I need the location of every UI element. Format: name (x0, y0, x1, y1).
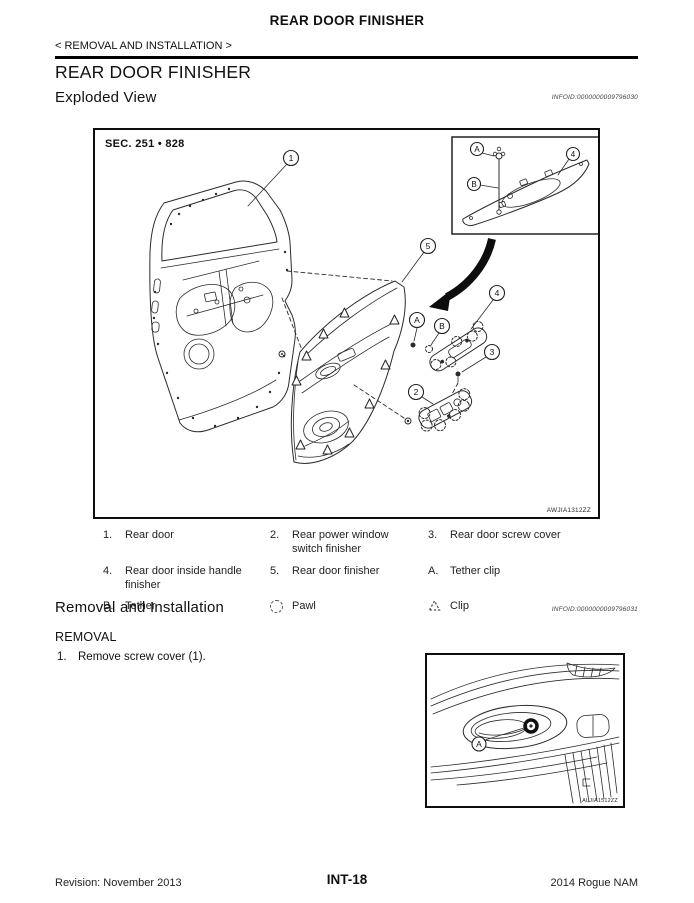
bolt-holes (152, 187, 289, 428)
legend-item: 1. Rear door (103, 528, 270, 557)
door-finisher-drawing (290, 280, 412, 464)
callout-5: 5 (401, 237, 437, 283)
callout-4: 4 (470, 284, 506, 330)
step-text: Remove screw cover (1). (78, 651, 206, 663)
callout-1: 1 (247, 149, 300, 207)
detail-arrow (429, 238, 496, 311)
legend-label: Rear power window switch finisher (292, 529, 389, 556)
legend-item: Pawl (270, 599, 428, 617)
page-title: REAR DOOR FINISHER (269, 13, 425, 28)
removal-subheading: REMOVAL (55, 630, 117, 644)
legend-label: Rear door finisher (292, 564, 380, 577)
legend-item: A. Tether clip (428, 564, 639, 593)
legend-key: 3. (428, 529, 438, 541)
svg-text:A: A (474, 145, 480, 154)
footer-revision: Revision: November 2013 (55, 877, 182, 889)
tether-clip-drawing (492, 146, 506, 160)
legend-key: A. (428, 564, 439, 577)
legend-item: 4. Rear door inside handle finisher (103, 564, 270, 593)
screw-cover-drawing: A (430, 662, 620, 804)
breadcrumb: < REMOVAL AND INSTALLATION > (55, 40, 232, 52)
screw-cover-figure: A ALJIA1512ZZ (425, 653, 625, 808)
legend-key: 1. (103, 529, 113, 541)
switch-finisher-drawing (418, 388, 473, 432)
callout-a-fig2: A (471, 727, 525, 752)
header-rule (55, 56, 638, 59)
svg-text:5: 5 (426, 241, 431, 251)
section-title: REAR DOOR FINISHER (55, 62, 252, 82)
svg-text:A: A (476, 739, 482, 749)
dashed-guide-line (281, 297, 303, 351)
clip-symbols (291, 307, 400, 455)
svg-text:4: 4 (571, 150, 576, 159)
figure-code: AWJIA1312ZZ (546, 507, 591, 514)
screw-cover-marker (523, 718, 539, 734)
legend-label: Tether clip (450, 564, 501, 577)
legend-item: B. Tether (103, 599, 270, 617)
legend-label: Tether (125, 600, 156, 613)
legend-key: 5. (270, 564, 280, 577)
svg-text:4: 4 (495, 288, 500, 298)
callout-a: A (408, 311, 426, 342)
legend-label: Rear door screw cover (450, 529, 561, 541)
screw-cover-drawing (451, 371, 461, 395)
legend-item: 2. Rear power window switch finisher (270, 528, 428, 557)
footer-model: 2014 Rogue NAM (550, 877, 638, 889)
pawl-icon (270, 599, 292, 617)
step-number: 1. (57, 651, 67, 663)
legend-item: 3. Rear door screw cover (428, 528, 639, 557)
removal-installation-heading: Removal and Installation (55, 599, 225, 616)
legend-label: Rear door inside handle finisher (125, 564, 242, 591)
exploded-view-heading: Exploded View (55, 89, 157, 106)
legend-item: Clip (428, 599, 639, 617)
legend-label: Rear door (125, 529, 174, 541)
legend-item: 5. Rear door finisher (270, 564, 428, 593)
grommet (278, 350, 286, 358)
legend-key: 2. (270, 529, 280, 541)
exploded-view-figure: SEC. 251 • 828 (93, 128, 601, 519)
dashed-guide-line (286, 270, 393, 282)
door-armrest-drawing (430, 662, 620, 804)
legend-table: 1. Rear door 2. Rear power window switch… (103, 528, 639, 617)
legend-key: 4. (103, 564, 113, 577)
svg-text:3: 3 (490, 347, 495, 357)
svg-text:2: 2 (414, 387, 419, 397)
callout-b: B (430, 317, 451, 346)
figure-code: ALJIA1512ZZ (582, 798, 618, 804)
legend-label: Pawl (292, 600, 316, 613)
removal-step-1: 1. Remove screw cover (1). (57, 651, 206, 663)
callout-4-inset: 4 (557, 146, 581, 176)
callout-b-inset: B (466, 176, 499, 192)
callout-a-inset: A (469, 141, 495, 157)
svg-text:1: 1 (289, 153, 294, 163)
clip-icon (428, 599, 450, 616)
svg-text:A: A (414, 315, 420, 325)
exploded-view-drawing: A B 4 1 5 (149, 136, 601, 464)
legend-key: B. (103, 600, 114, 613)
infoid-exploded: INFOID:0000000009796030 (551, 94, 638, 101)
infoid-removal: INFOID:0000000009796031 (551, 606, 638, 613)
callout-3: 3 (461, 343, 501, 373)
footer-page-number: INT-18 (326, 872, 368, 887)
svg-text:B: B (439, 321, 445, 331)
sec-label: SEC. 251 • 828 (105, 138, 185, 150)
legend-label: Clip (450, 600, 469, 613)
rear-door-drawing (149, 180, 296, 433)
svg-text:B: B (471, 180, 476, 189)
inset-detail-box: A B 4 (451, 136, 601, 235)
inside-handle-finisher-drawing (410, 320, 488, 372)
callout-2: 2 (407, 383, 434, 405)
